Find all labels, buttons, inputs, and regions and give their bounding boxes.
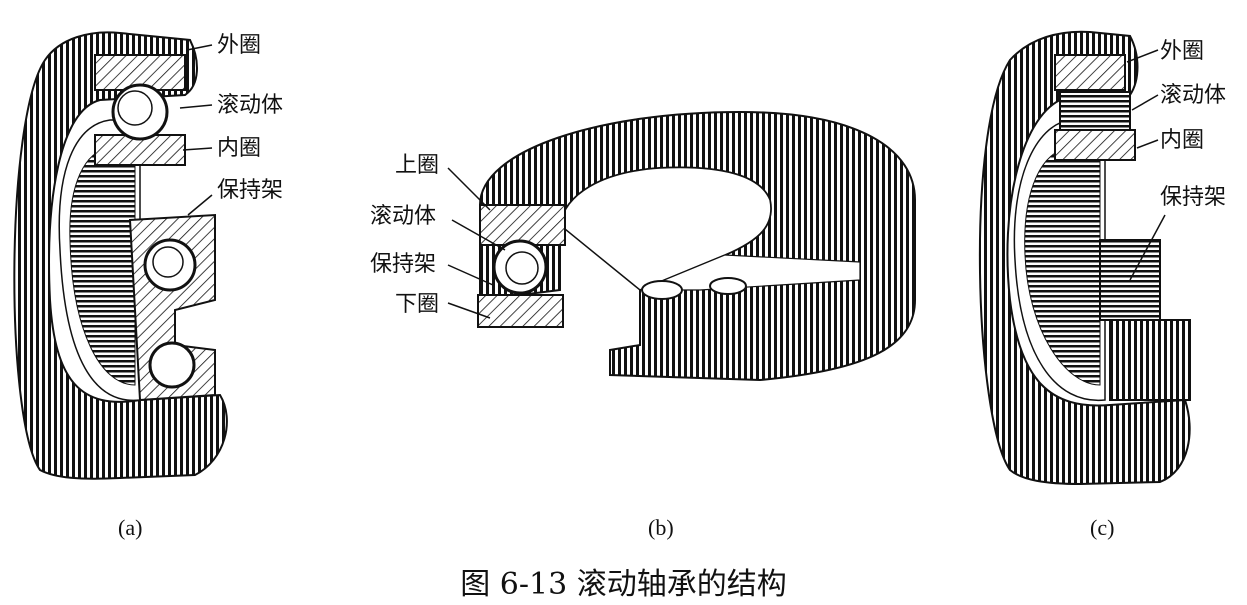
label-b-rolling-element: 滚动体 [370,204,437,229]
label-b-lower-ring: 下圈 [395,292,440,317]
figure-caption: 图 6-13 滚动轴承的结构 [460,567,787,602]
label-a-inner-ring: 内圈 [217,136,262,161]
label-b-cage: 保持架 [370,252,437,277]
label-c-rolling-element: 滚动体 [1160,83,1227,108]
bearing-b-drawing [447,110,916,382]
bearing-c-drawing [978,30,1191,486]
bearing-a-drawing [13,31,228,480]
label-c-cage: 保持架 [1160,185,1227,210]
label-b-upper-ring: 上圈 [395,153,440,178]
sublabel-c: (c) [1090,515,1115,540]
label-a-outer-ring: 外圈 [217,33,262,58]
label-a-cage: 保持架 [217,178,284,203]
sublabel-a: (a) [118,515,143,540]
label-c-inner-ring: 内圈 [1160,128,1205,153]
label-c-outer-ring: 外圈 [1160,39,1205,64]
label-a-rolling-element: 滚动体 [217,93,284,118]
sublabel-b: (b) [648,515,674,540]
